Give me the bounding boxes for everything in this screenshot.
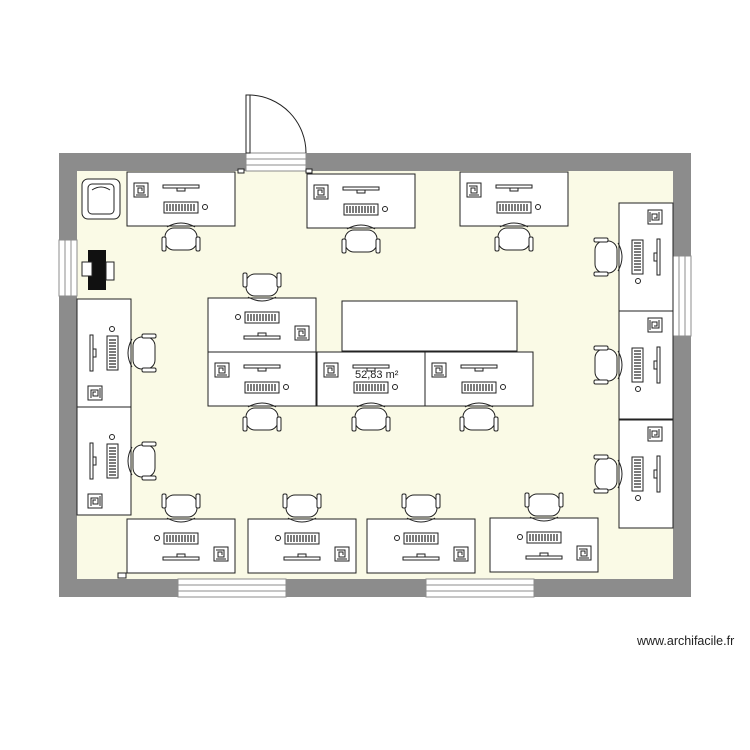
- printer-icon: [81, 250, 115, 290]
- window-right: [672, 255, 692, 337]
- watermark: www.archifacile.fr: [637, 634, 735, 648]
- window-bottom-left: [177, 578, 287, 598]
- door: [237, 94, 313, 174]
- desks-top-row: [127, 172, 568, 253]
- area-label: 52,83 m²: [355, 369, 399, 381]
- window-left: [58, 239, 78, 297]
- window-bottom-right: [425, 578, 535, 598]
- desks-center-island: [208, 273, 533, 431]
- center-table: [341, 300, 518, 352]
- windows: [58, 239, 692, 598]
- socket: [117, 572, 127, 579]
- armchair-icon: [81, 178, 121, 220]
- desks-right-column: [594, 203, 673, 528]
